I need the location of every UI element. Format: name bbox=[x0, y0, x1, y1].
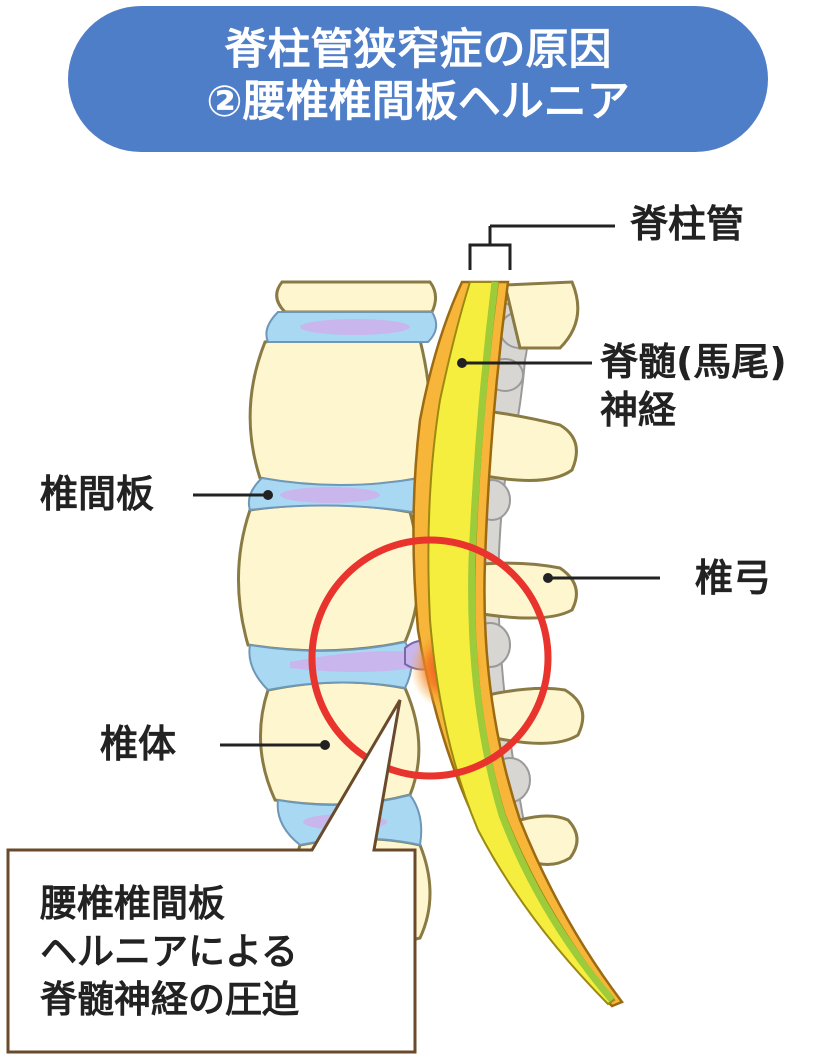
vertebral-arches bbox=[468, 280, 585, 866]
label-spinal-canal: 脊柱管 bbox=[630, 202, 745, 246]
callout-box bbox=[6, 699, 417, 1054]
title-line-1: 脊柱管狭窄症の原因 bbox=[224, 25, 612, 75]
callout-text: 腰椎椎間板 ヘルニアによる 脊髄神経の圧迫 bbox=[40, 880, 400, 1024]
callout-line-2: ヘルニアによる bbox=[40, 930, 298, 973]
leader-dots bbox=[263, 358, 553, 750]
callout-line-1: 腰椎椎間板 bbox=[40, 882, 225, 925]
nerve-root bbox=[468, 281, 615, 1003]
label-vertebral-arch: 椎弓 bbox=[695, 556, 772, 600]
label-intervertebral-disc: 椎間板 bbox=[40, 472, 155, 516]
title-line-2: ②腰椎椎間板ヘルニア bbox=[206, 77, 630, 127]
callout-line-3: 脊髄神経の圧迫 bbox=[40, 978, 299, 1021]
label-spinal-cord-nerve: 神経 bbox=[600, 388, 677, 432]
title-banner: 脊柱管狭窄症の原因 ②腰椎椎間板ヘルニア bbox=[68, 6, 768, 152]
leader-lines bbox=[193, 224, 660, 747]
label-vertebral-body: 椎体 bbox=[100, 722, 177, 766]
label-spinal-cord: 脊髄(馬尾) bbox=[600, 340, 787, 384]
highlight-ring bbox=[308, 536, 552, 780]
